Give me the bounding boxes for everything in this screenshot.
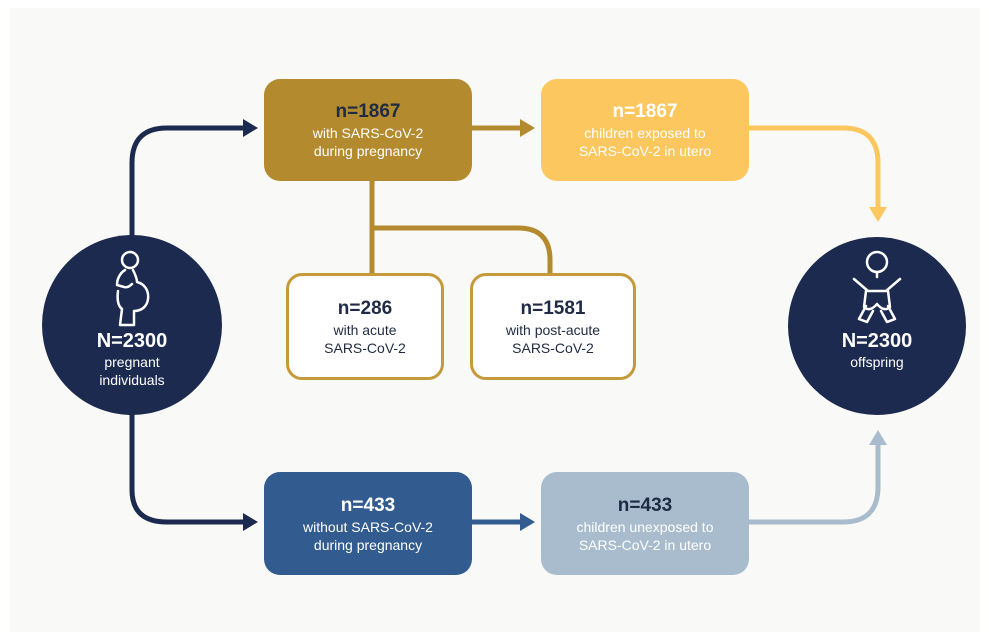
acute-subgroup-label-line1: with acute <box>333 321 397 338</box>
exposed-children-count: n=1867 <box>612 101 678 122</box>
unexposed-children-label-line1: children unexposed to <box>576 518 714 535</box>
connector-pregnant-to-unexposed <box>129 410 244 525</box>
unexposed-group-box: n=433 without SARS-CoV-2 during pregnanc… <box>264 472 472 575</box>
acute-subgroup-box: n=286 with acute SARS-CoV-2 <box>286 273 444 380</box>
connector-children-exposed-to-offspring <box>749 125 881 207</box>
unexposed-group-label-line1: without SARS-CoV-2 <box>303 518 433 535</box>
exposed-children-label-line1: children exposed to <box>584 125 706 141</box>
postacute-subgroup-box: n=1581 with post-acute SARS-CoV-2 <box>470 273 636 380</box>
connector-exposed-to-postacute <box>372 225 553 273</box>
arrowhead-unexposed-to-children <box>520 513 535 531</box>
exposed-children-box: n=1867 children exposed to SARS-CoV-2 in… <box>541 79 749 181</box>
arrowhead-children-unexposed-to-offspring <box>869 430 887 445</box>
arrowhead-exposed-to-children <box>520 119 535 137</box>
baby-icon <box>852 250 902 324</box>
unexposed-group-count: n=433 <box>340 494 396 516</box>
unexposed-group-label-line2: during pregnancy <box>313 536 423 553</box>
source-count: N=2300 <box>96 330 168 352</box>
pregnant-individuals-node: N=2300 pregnant individuals <box>42 235 222 415</box>
offspring-count: N=2300 <box>841 330 913 352</box>
unexposed-children-label-line2: SARS-CoV-2 in utero <box>578 536 712 553</box>
unexposed-children-box: n=433 children unexposed to SARS-CoV-2 i… <box>541 472 749 575</box>
connector-pregnant-to-exposed <box>129 125 244 240</box>
exposed-group-box: n=1867 with SARS-CoV-2 during pregnancy <box>264 79 472 181</box>
postacute-subgroup-label-line2: SARS-CoV-2 <box>512 339 594 356</box>
source-label-line2: individuals <box>99 372 165 388</box>
unexposed-children-count: n=433 <box>617 494 673 516</box>
arrowhead-children-exposed-to-offspring <box>869 207 887 222</box>
exposed-children-label-line2: SARS-CoV-2 in utero <box>578 143 712 159</box>
postacute-subgroup-label-line1: with post-acute <box>505 321 601 338</box>
connector-children-unexposed-to-offspring <box>749 445 881 525</box>
pregnant-person-icon <box>115 250 150 327</box>
acute-subgroup-count: n=286 <box>337 297 393 319</box>
source-label-line1: pregnant <box>104 354 160 370</box>
exposed-group-label-line1: with SARS-CoV-2 <box>312 125 424 141</box>
arrowhead-pregnant-to-exposed <box>243 119 258 137</box>
acute-subgroup-label-line2: SARS-CoV-2 <box>324 339 406 356</box>
exposed-group-label-line2: during pregnancy <box>313 143 423 159</box>
postacute-subgroup-count: n=1581 <box>520 297 586 319</box>
arrowhead-pregnant-to-unexposed <box>243 513 258 531</box>
exposed-group-count: n=1867 <box>335 101 401 122</box>
offspring-node: N=2300 offspring <box>788 237 966 415</box>
offspring-label: offspring <box>850 354 904 370</box>
